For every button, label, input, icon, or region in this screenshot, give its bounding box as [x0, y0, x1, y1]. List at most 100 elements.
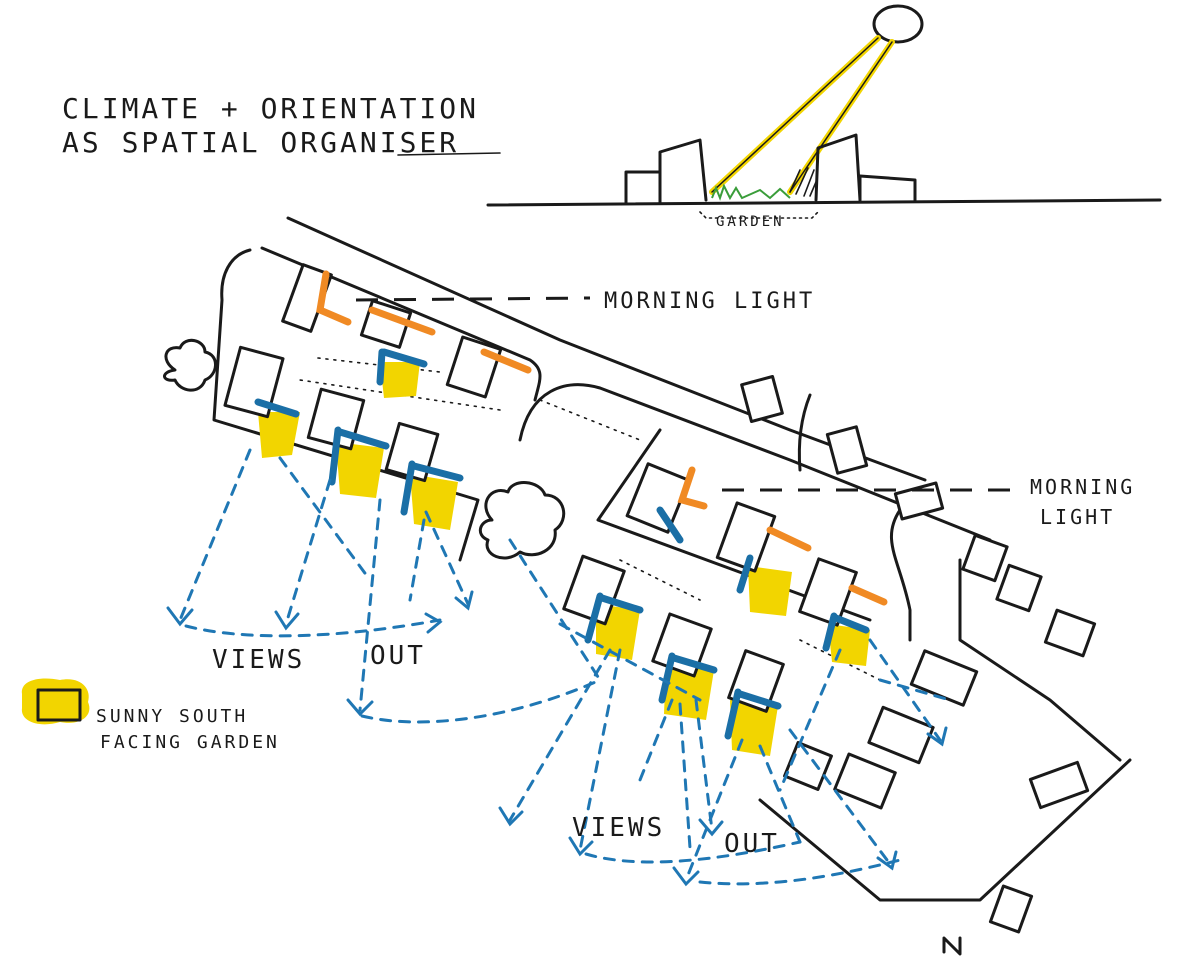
view-arrow — [358, 498, 382, 712]
morning-light-line — [355, 296, 591, 302]
section-sketch: GARDEN — [486, 4, 1162, 230]
view-arrow — [278, 456, 372, 582]
view-arrow — [678, 702, 692, 850]
trees — [163, 338, 566, 560]
title-line-1: CLIMATE + ORIENTATION — [62, 92, 479, 125]
house — [715, 501, 777, 573]
house — [625, 462, 691, 534]
tree-icon — [163, 338, 217, 392]
view-arc — [360, 678, 602, 724]
garden-patch — [380, 362, 420, 398]
arrowhead — [346, 698, 374, 717]
south-facade — [736, 554, 754, 594]
view-arrow — [578, 648, 622, 852]
arrowhead — [424, 612, 443, 634]
morning-facade — [766, 526, 812, 552]
morning-facade — [480, 348, 532, 374]
title-line-2: AS SPATIAL ORGANISER — [62, 126, 459, 159]
arrowhead — [274, 610, 300, 631]
garden-patch — [258, 412, 300, 458]
house — [798, 557, 858, 627]
garden-patch — [410, 474, 458, 530]
view-arrow — [408, 518, 426, 602]
south-facades — [254, 348, 870, 740]
view-arc — [698, 858, 902, 886]
view-arrows — [166, 448, 952, 887]
garden-grass — [711, 183, 791, 201]
house — [995, 563, 1043, 613]
south-facade — [328, 426, 390, 486]
morning-light-label: LIGHT — [1040, 505, 1115, 529]
view-arrow — [694, 698, 714, 832]
arrowhead — [454, 590, 474, 611]
ground-line — [486, 198, 1162, 207]
view-labels: VIEWS OUT VIEWS OUT — [212, 641, 780, 859]
plot-divide-3 — [539, 399, 641, 441]
arrowhead — [166, 606, 194, 627]
arrowhead — [568, 836, 594, 857]
house — [909, 649, 979, 707]
arrowhead — [672, 866, 700, 887]
south-facade — [658, 652, 718, 704]
house — [223, 345, 285, 419]
house — [740, 375, 784, 423]
south-facade — [584, 592, 644, 644]
plot-divide-2 — [619, 559, 881, 681]
view-arrow — [878, 678, 952, 702]
section-building-4 — [858, 174, 917, 202]
road-edge-middle — [518, 383, 992, 542]
view-arrow — [638, 698, 674, 782]
legend-line-1: SUNNY SOUTH — [96, 706, 248, 727]
views-label: VIEWS — [212, 645, 305, 675]
sun-icon — [872, 4, 924, 44]
shade-hatch — [789, 167, 817, 197]
out-label: OUT — [724, 829, 780, 859]
legend-garden-box — [36, 688, 82, 722]
house — [893, 481, 945, 521]
section-building-3 — [814, 133, 862, 202]
plot-divide-1 — [299, 357, 501, 411]
garden-label: GARDEN — [716, 214, 785, 230]
south-boundary — [758, 758, 1132, 902]
south-facade — [656, 506, 684, 544]
garden-patch — [748, 566, 792, 616]
morning-light-facades — [316, 270, 888, 606]
morning-facade — [368, 306, 436, 336]
view-arrow — [684, 738, 744, 882]
title-block: CLIMATE + ORIENTATION AS SPATIAL ORGANIS… — [62, 92, 501, 159]
house — [825, 425, 869, 475]
view-arrow — [284, 478, 332, 626]
road-edge-branch — [797, 393, 812, 472]
view-arc — [184, 618, 442, 638]
morning-facade — [316, 270, 352, 326]
north-icon — [942, 936, 962, 956]
south-facade — [376, 348, 428, 386]
house — [988, 884, 1034, 934]
house — [445, 335, 503, 399]
legend: SUNNY SOUTH FACING GARDEN — [21, 678, 280, 753]
section-building-2 — [658, 138, 708, 205]
north-arrow — [942, 936, 962, 956]
morning-light-indicators: MORNING LIGHT MORNING LIGHT — [355, 289, 1135, 529]
morning-facade — [848, 584, 888, 606]
block-edge-west — [212, 248, 480, 562]
view-arrow — [178, 448, 252, 622]
block2-edge-east — [890, 508, 912, 642]
morning-light-label: MORNING — [1030, 475, 1135, 499]
arrowhead — [926, 726, 948, 747]
arrowhead — [498, 806, 524, 827]
house — [961, 533, 1009, 583]
south-facing-gardens — [258, 362, 870, 756]
view-arrow — [508, 648, 612, 822]
morning-light-label: MORNING LIGHT — [604, 289, 815, 314]
houses — [223, 263, 1097, 934]
view-arrow — [788, 728, 892, 866]
legend-line-2: FACING GARDEN — [100, 732, 280, 753]
view-arrow — [424, 510, 470, 606]
house — [783, 741, 833, 791]
south-facade — [822, 612, 870, 652]
house — [1028, 760, 1090, 810]
tree-icon — [478, 481, 566, 560]
arrowhead — [698, 818, 724, 837]
